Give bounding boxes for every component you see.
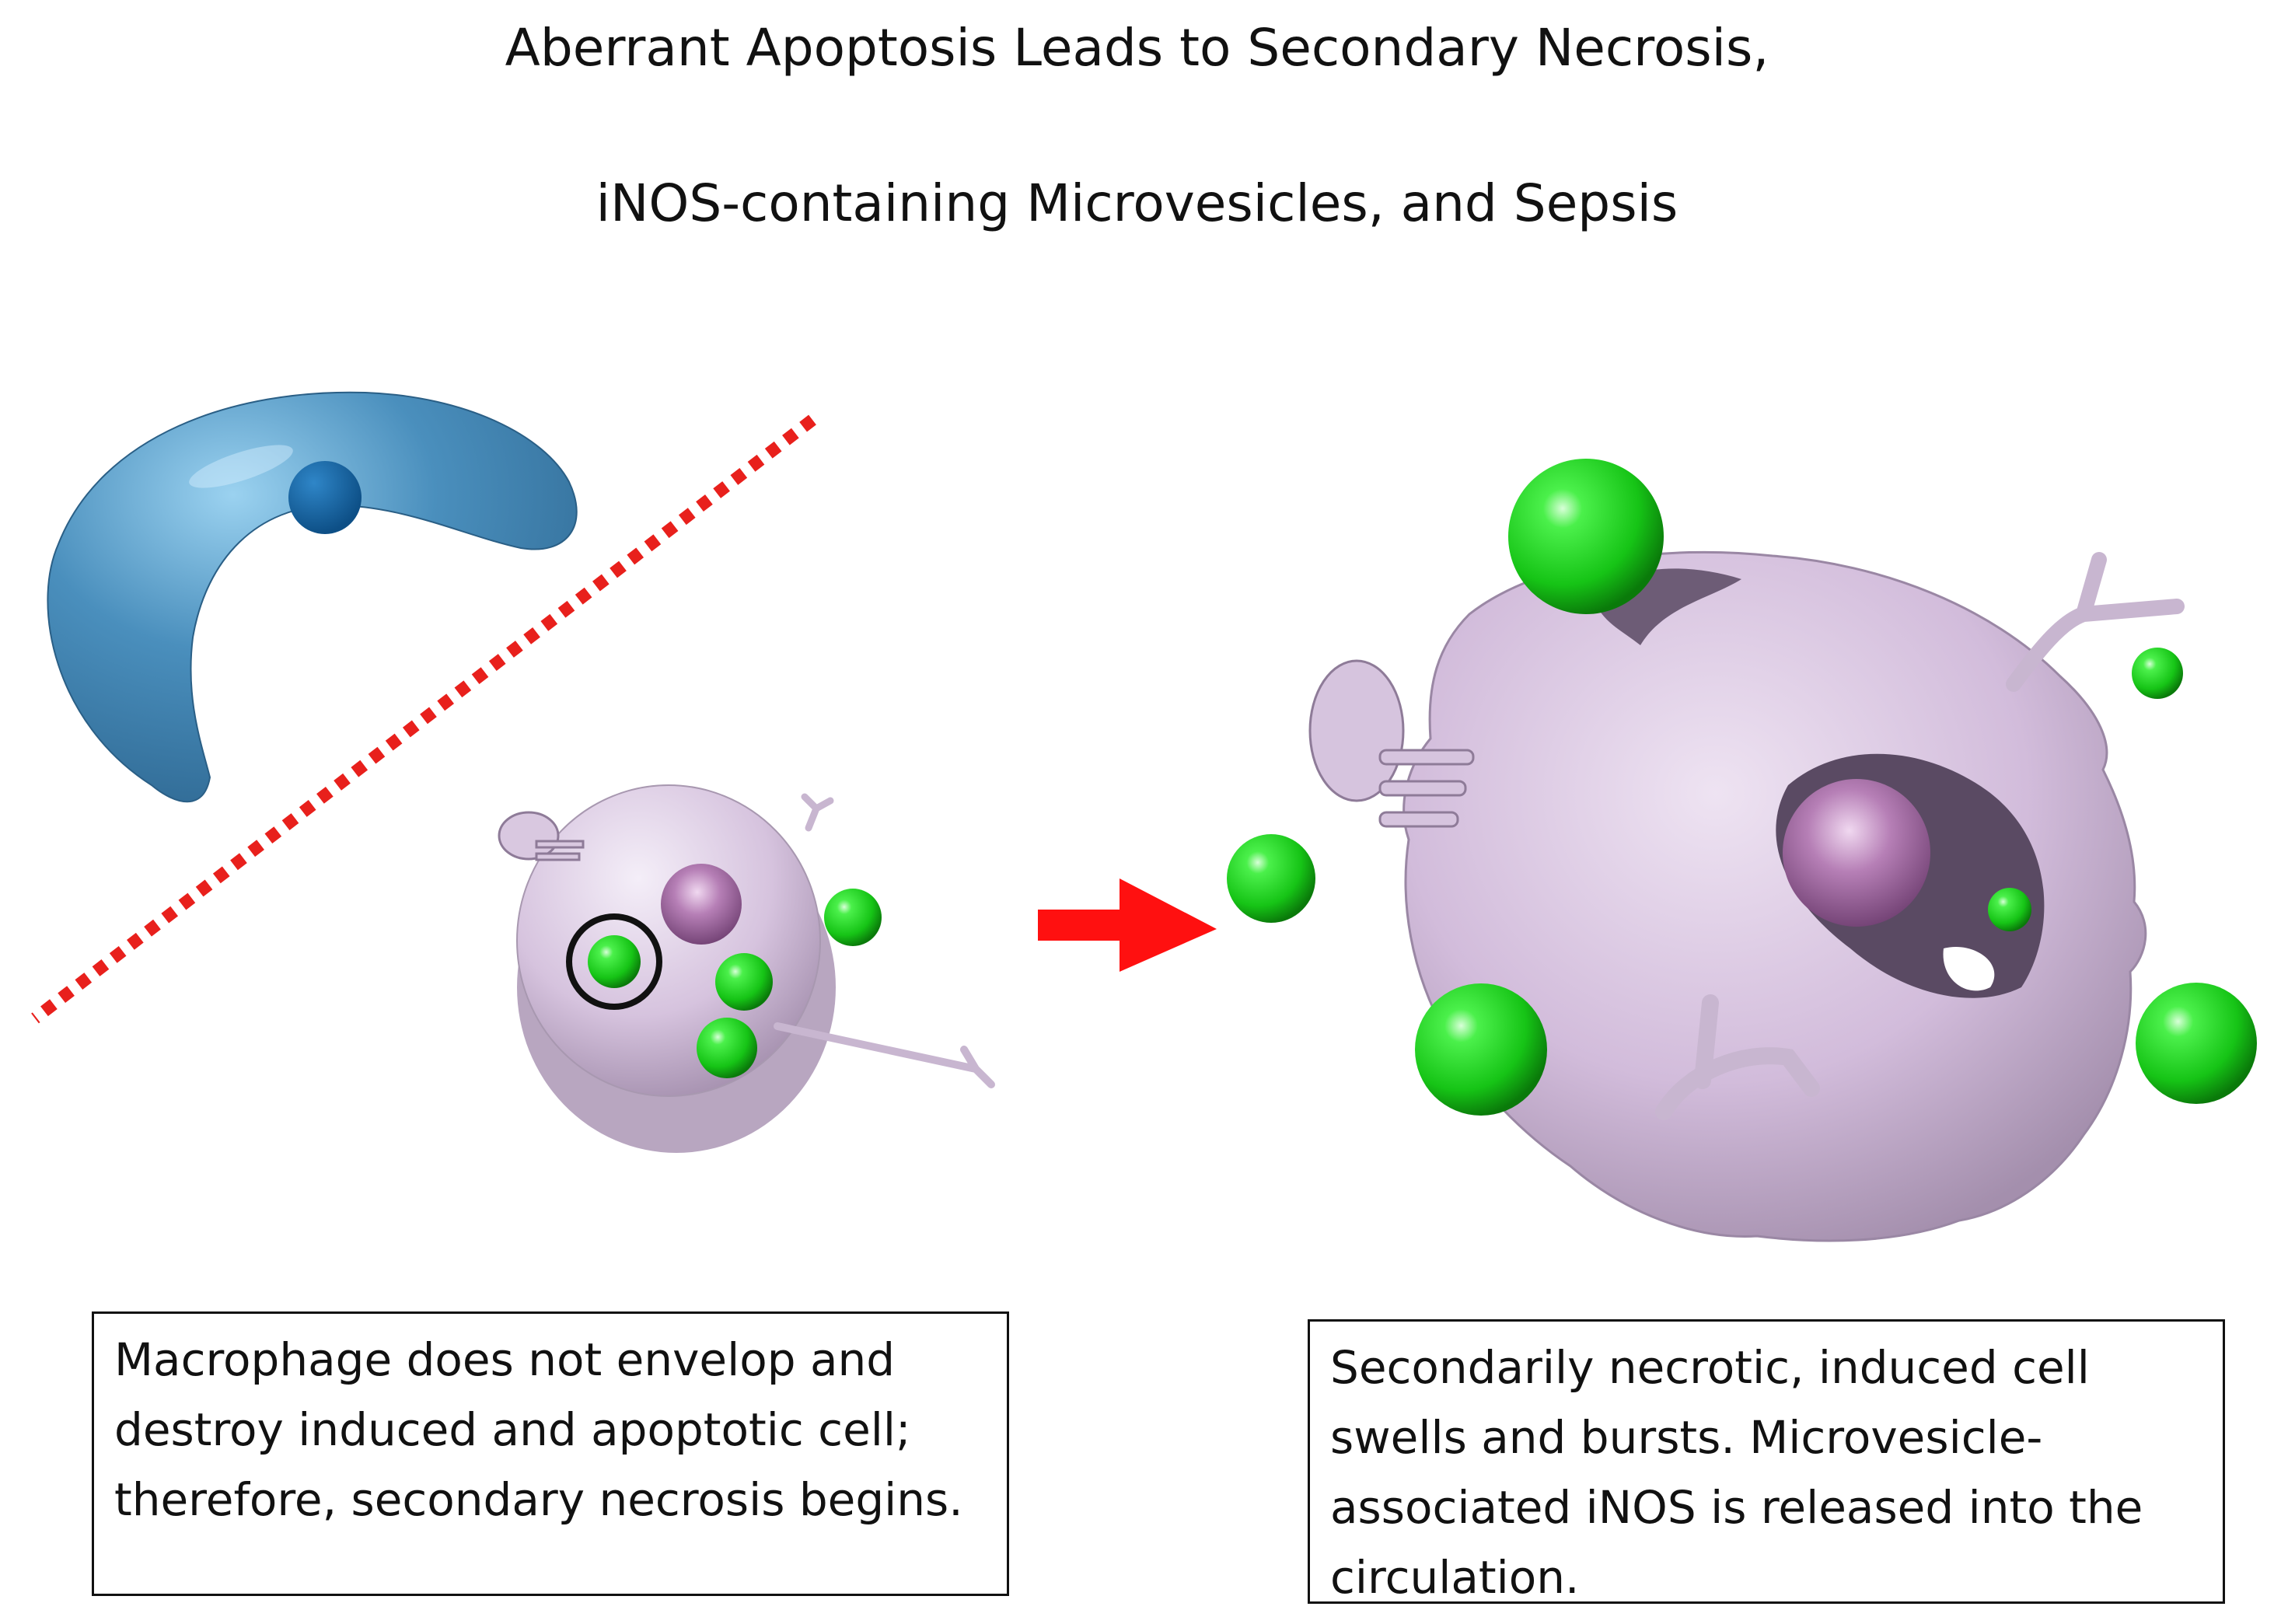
receptor-bottom bbox=[1655, 994, 1820, 1120]
caption-left-line: therefore, secondary necrosis begins. bbox=[114, 1473, 963, 1526]
caption-right-line: Secondarily necrotic, induced cell bbox=[1330, 1341, 2090, 1394]
apoptotic-nucleus bbox=[661, 864, 742, 945]
caption-right: Secondarily necrotic, induced cell swell… bbox=[1308, 1319, 2225, 1604]
caption-right-line: swells and bursts. Microvesicle- bbox=[1330, 1411, 2043, 1464]
receptor-right bbox=[774, 1022, 995, 1088]
receptor-top bbox=[801, 793, 834, 832]
microvesicle-released-right bbox=[2136, 983, 2257, 1104]
microvesicle-inner-4 bbox=[697, 1018, 757, 1078]
caption-right-line: circulation. bbox=[1330, 1551, 1580, 1604]
membrane-rupture-lower bbox=[1943, 947, 1995, 991]
necrotic-nucleus bbox=[1783, 779, 1930, 927]
receptor-top-right bbox=[2006, 552, 2185, 692]
caption-left: Macrophage does not envelop and destroy … bbox=[92, 1311, 1009, 1596]
microvesicle-inner-2 bbox=[824, 889, 882, 946]
receptor-left bbox=[498, 811, 585, 861]
title-line-1: Aberrant Apoptosis Leads to Secondary Ne… bbox=[505, 18, 1769, 78]
released-microvesicles bbox=[1227, 459, 2257, 1116]
receptor-left-large bbox=[1308, 659, 1475, 828]
caption-right-line: associated iNOS is released into the bbox=[1330, 1481, 2143, 1534]
microvesicle-released-top bbox=[1508, 459, 1664, 614]
microvesicle-inner-3 bbox=[715, 953, 773, 1011]
apoptotic-cell-body bbox=[516, 784, 821, 1097]
title-line-2: iNOS-containing Microvesicles, and Sepsi… bbox=[596, 173, 1678, 233]
microvesicle-highlight-ring bbox=[566, 913, 662, 1010]
necrotic-cell-body bbox=[1402, 550, 2147, 1242]
progression-arrow bbox=[1038, 878, 1217, 972]
caption-left-line: Macrophage does not envelop and bbox=[114, 1333, 896, 1386]
microvesicle-inner-1 bbox=[588, 935, 641, 988]
macrophage-body bbox=[47, 391, 578, 803]
macrophage-nucleus bbox=[288, 461, 362, 534]
macrophage-cell bbox=[47, 391, 578, 803]
barrier-dotted-line bbox=[31, 414, 816, 1024]
microvesicle-released-small bbox=[2132, 648, 2183, 699]
necrotic-cell bbox=[1308, 550, 2185, 1242]
caption-left-line: destroy induced and apoptotic cell; bbox=[114, 1403, 911, 1456]
microvesicle-inside-rupture bbox=[1988, 888, 2031, 931]
apoptotic-cell bbox=[498, 784, 995, 1153]
microvesicle-released-left bbox=[1227, 834, 1315, 923]
microvesicle-released-bottom-left bbox=[1415, 983, 1547, 1116]
